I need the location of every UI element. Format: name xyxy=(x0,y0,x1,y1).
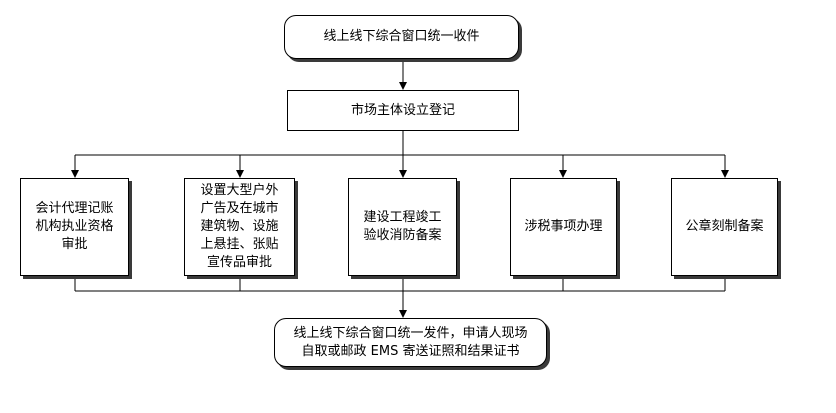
end-node: 线上线下综合窗口统一发件，申请人现场 自取或邮政 EMS 寄送证照和结果证书 xyxy=(274,318,547,367)
start-node: 线上线下综合窗口统一收件 xyxy=(284,15,519,59)
register-node: 市场主体设立登记 xyxy=(287,90,519,131)
branch-box-seal-filing: 公章刻制备案 xyxy=(671,178,778,276)
branch-box-outdoor-advertising: 设置大型户外 广告及在城市 建筑物、设施 上悬挂、张贴 宣传品审批 xyxy=(184,178,295,276)
branch-box-tax-affairs: 涉税事项办理 xyxy=(510,178,617,276)
branch-box-accounting-agency: 会计代理记账 机构执业资格 审批 xyxy=(20,178,129,276)
branch-box-fire-acceptance: 建设工程竣工 验收消防备案 xyxy=(348,178,457,276)
